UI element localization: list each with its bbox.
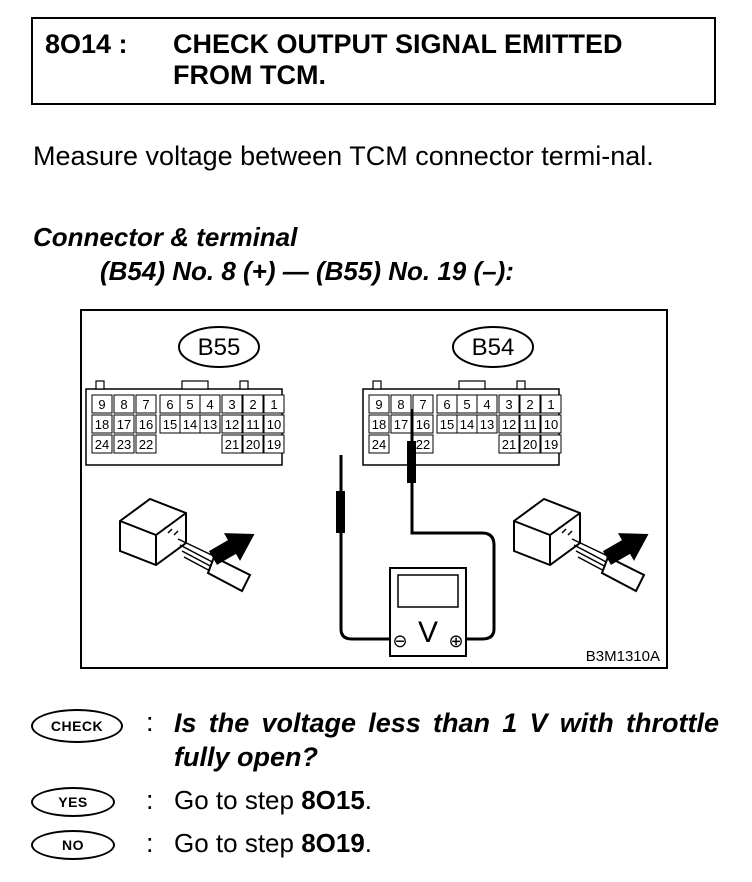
b54-terminal-16: 16 bbox=[416, 417, 430, 432]
check-question: Is the voltage less than 1 V with thrott… bbox=[174, 708, 719, 772]
b54-terminal-11: 11 bbox=[523, 417, 537, 432]
no-answer: Go to step 8O19. bbox=[174, 828, 372, 859]
b55-terminal-22: 22 bbox=[139, 437, 153, 452]
b54-terminal-18: 18 bbox=[372, 417, 386, 432]
probe-plus bbox=[407, 409, 496, 641]
yes-answer-prefix: Go to step bbox=[174, 785, 302, 815]
b55-label: B55 bbox=[198, 334, 241, 361]
yes-target-step: 8O15 bbox=[301, 785, 365, 815]
b55-terminal-17: 17 bbox=[117, 417, 131, 432]
b54-terminal-21: 21 bbox=[502, 437, 516, 452]
probe-minus bbox=[336, 455, 394, 641]
b54-terminal-20: 20 bbox=[523, 437, 537, 452]
plug-illustration-left bbox=[119, 497, 255, 593]
no-answer-prefix: Go to step bbox=[174, 828, 302, 858]
b54-terminal-4: 4 bbox=[483, 397, 490, 412]
b55-terminal-3: 3 bbox=[228, 397, 235, 412]
no-answer-suffix: . bbox=[364, 828, 373, 858]
yes-badge-label: YES bbox=[58, 794, 88, 810]
voltmeter-symbol: V bbox=[418, 616, 438, 649]
instruction-text: Measure voltage between TCM connector te… bbox=[33, 141, 654, 171]
b54-terminal-7: 7 bbox=[419, 397, 426, 412]
check-badge-label: CHECK bbox=[50, 718, 104, 734]
connector-terminal-detail: (B54) No. 8 (+) — (B55) No. 19 (–): bbox=[100, 256, 514, 286]
plug-illustration-right bbox=[513, 497, 649, 593]
b54-terminal-19: 19 bbox=[544, 437, 558, 452]
check-badge: CHECK bbox=[31, 709, 123, 743]
no-colon: : bbox=[146, 828, 154, 858]
yes-answer-suffix: . bbox=[364, 785, 373, 815]
b55-terminal-16: 16 bbox=[139, 417, 153, 432]
no-target-step: 8O19 bbox=[301, 828, 365, 858]
b54-terminal-17: 17 bbox=[394, 417, 408, 432]
b54-terminal-2: 2 bbox=[526, 397, 533, 412]
b54-terminal-22: 22 bbox=[416, 437, 430, 452]
b54-terminal-14: 14 bbox=[460, 417, 474, 432]
b54-label-ellipse bbox=[452, 326, 534, 368]
b55-terminal-11: 11 bbox=[246, 417, 260, 432]
b55-terminal-8: 8 bbox=[120, 397, 127, 412]
no-badge-label: NO bbox=[62, 837, 84, 853]
yes-badge: YES bbox=[31, 787, 115, 817]
b55-terminal-5: 5 bbox=[186, 397, 193, 412]
b55-terminal-1: 1 bbox=[270, 397, 277, 412]
step-title: CHECK OUTPUT SIGNAL EMITTED FROM TCM. bbox=[173, 29, 623, 90]
figure-code: B3M1310A bbox=[586, 648, 660, 665]
b55-terminal-19: 19 bbox=[267, 437, 281, 452]
b55-terminal-7: 7 bbox=[142, 397, 149, 412]
b55-terminal-12: 12 bbox=[225, 417, 239, 432]
b54-terminal-8: 8 bbox=[397, 397, 404, 412]
b55-terminal-20: 20 bbox=[246, 437, 260, 452]
voltmeter: V ⊖ ⊕ bbox=[389, 567, 467, 657]
b54-terminal-6: 6 bbox=[443, 397, 450, 412]
b55-terminal-23: 23 bbox=[117, 437, 131, 452]
b55-terminal-10: 10 bbox=[267, 417, 281, 432]
no-badge: NO bbox=[31, 830, 115, 860]
b54-terminal-15: 15 bbox=[440, 417, 454, 432]
b55-terminal-4: 4 bbox=[206, 397, 213, 412]
connector-terminal-heading: Connector & terminal bbox=[33, 222, 298, 252]
b54-terminal-10: 10 bbox=[544, 417, 558, 432]
b54-label: B54 bbox=[472, 334, 515, 361]
b54-terminal-12: 12 bbox=[502, 417, 516, 432]
step-header-box: 8O14 : CHECK OUTPUT SIGNAL EMITTED FROM … bbox=[31, 17, 716, 105]
check-colon: : bbox=[146, 707, 154, 737]
b54-terminal-1: 1 bbox=[547, 397, 554, 412]
b54-terminal-5: 5 bbox=[463, 397, 470, 412]
b55-terminal-15: 15 bbox=[163, 417, 177, 432]
b55-terminal-9: 9 bbox=[98, 397, 105, 412]
b55-terminal-24: 24 bbox=[95, 437, 109, 452]
b55-terminal-18: 18 bbox=[95, 417, 109, 432]
b55-terminal-2: 2 bbox=[249, 397, 256, 412]
voltmeter-plus: ⊕ bbox=[448, 631, 463, 652]
b55-terminal-14: 14 bbox=[183, 417, 197, 432]
yes-answer: Go to step 8O15. bbox=[174, 785, 372, 816]
b54-terminal-24: 24 bbox=[372, 437, 386, 452]
b54-terminal-13: 13 bbox=[480, 417, 494, 432]
b54-terminal-9: 9 bbox=[375, 397, 382, 412]
voltmeter-minus: ⊖ bbox=[392, 631, 407, 652]
b54-terminal-3: 3 bbox=[505, 397, 512, 412]
b55-terminal-21: 21 bbox=[225, 437, 239, 452]
b55-label-ellipse bbox=[178, 326, 260, 368]
step-number: 8O14 : bbox=[45, 29, 128, 59]
yes-colon: : bbox=[146, 785, 154, 815]
b55-terminal-13: 13 bbox=[203, 417, 217, 432]
b55-terminal-6: 6 bbox=[166, 397, 173, 412]
